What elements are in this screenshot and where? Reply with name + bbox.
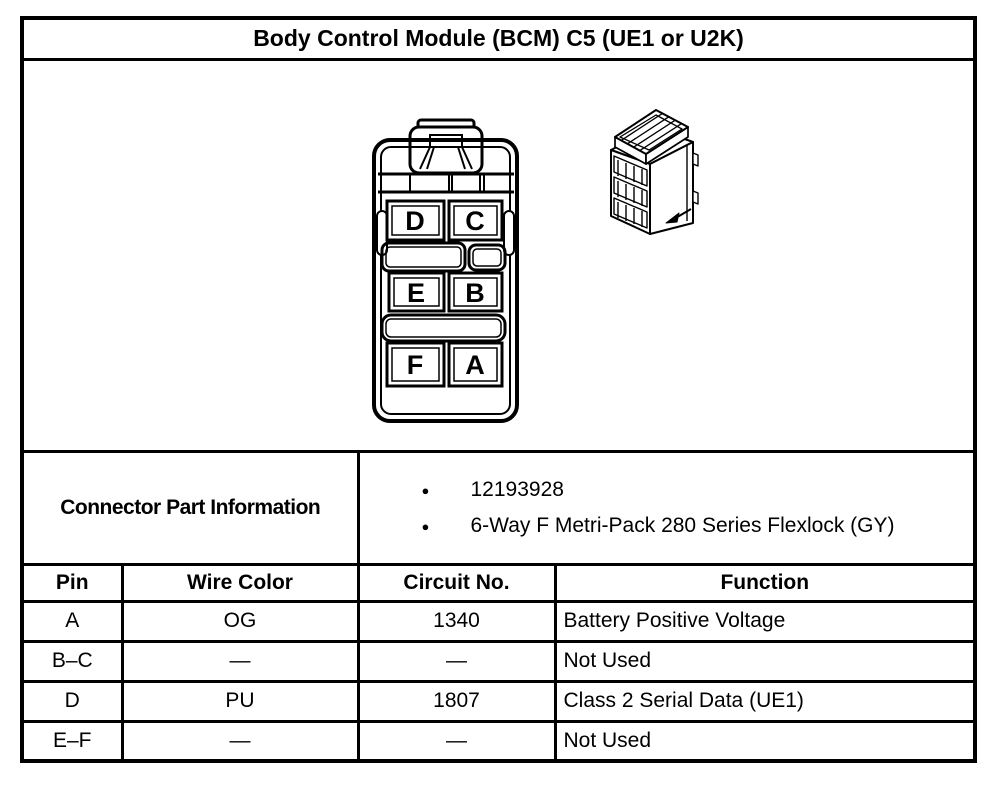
- table-row-a: A OG 1340 Battery Positive Voltage: [20, 599, 977, 643]
- cavity-label-a: A: [465, 350, 485, 380]
- table-row-b-c: B–C — — Not Used: [20, 639, 977, 683]
- circuit-cell: 1807: [356, 679, 557, 723]
- part-info-label: Connector Part Information: [20, 449, 360, 566]
- pin-cell: D: [20, 679, 124, 723]
- wire-cell: —: [120, 719, 360, 763]
- connector-table: Body Control Module (BCM) C5 (UE1 or U2K…: [20, 16, 978, 763]
- header-pin: Pin: [20, 562, 124, 603]
- pin-cell: A: [20, 599, 124, 643]
- connector-face-front-view-icon: D C E B F A: [372, 118, 519, 423]
- title-row: Body Control Module (BCM) C5 (UE1 or U2K…: [20, 16, 977, 61]
- circuit-cell: —: [356, 719, 557, 763]
- header-wire: Wire Color: [120, 562, 360, 603]
- header-circuit: Circuit No.: [356, 562, 557, 603]
- connector-3d-side-view-icon: [610, 109, 699, 235]
- pin-cell: E–F: [20, 719, 124, 763]
- wire-cell: OG: [120, 599, 360, 643]
- cavity-label-c: C: [465, 206, 485, 236]
- page-title: Body Control Module (BCM) C5 (UE1 or U2K…: [20, 16, 977, 61]
- cavity-label-f: F: [407, 350, 424, 380]
- header-function: Function: [553, 562, 977, 603]
- table-row-e-f: E–F — — Not Used: [20, 719, 977, 763]
- function-cell: Not Used: [553, 639, 977, 683]
- table-header-row: Pin Wire Color Circuit No. Function: [20, 562, 977, 603]
- circuit-cell: —: [356, 639, 557, 683]
- diagram-area: D C E B F A: [25, 62, 972, 448]
- circuit-cell: 1340: [356, 599, 557, 643]
- diagram-row: D C E B F A: [20, 57, 977, 453]
- cavity-label-d: D: [405, 206, 425, 236]
- wire-cell: PU: [120, 679, 360, 723]
- cavity-label-b: B: [465, 278, 485, 308]
- function-cell: Not Used: [553, 719, 977, 763]
- part-info-row: Connector Part Information 12193928 6-Wa…: [20, 449, 977, 566]
- table-row-d: D PU 1807 Class 2 Serial Data (UE1): [20, 679, 977, 723]
- part-number-item: 12193928: [422, 478, 970, 502]
- part-info-list: 12193928 6-Way F Metri-Pack 280 Series F…: [361, 465, 972, 538]
- function-cell: Battery Positive Voltage: [553, 599, 977, 643]
- function-cell: Class 2 Serial Data (UE1): [553, 679, 977, 723]
- wire-cell: —: [120, 639, 360, 683]
- part-series-item: 6-Way F Metri-Pack 280 Series Flexlock (…: [422, 514, 970, 538]
- diagram-cell: D C E B F A: [20, 57, 977, 453]
- pin-cell: B–C: [20, 639, 124, 683]
- cavity-label-e: E: [407, 278, 425, 308]
- part-info-cell: 12193928 6-Way F Metri-Pack 280 Series F…: [356, 449, 977, 566]
- connector-info-sheet: Body Control Module (BCM) C5 (UE1 or U2K…: [20, 16, 978, 780]
